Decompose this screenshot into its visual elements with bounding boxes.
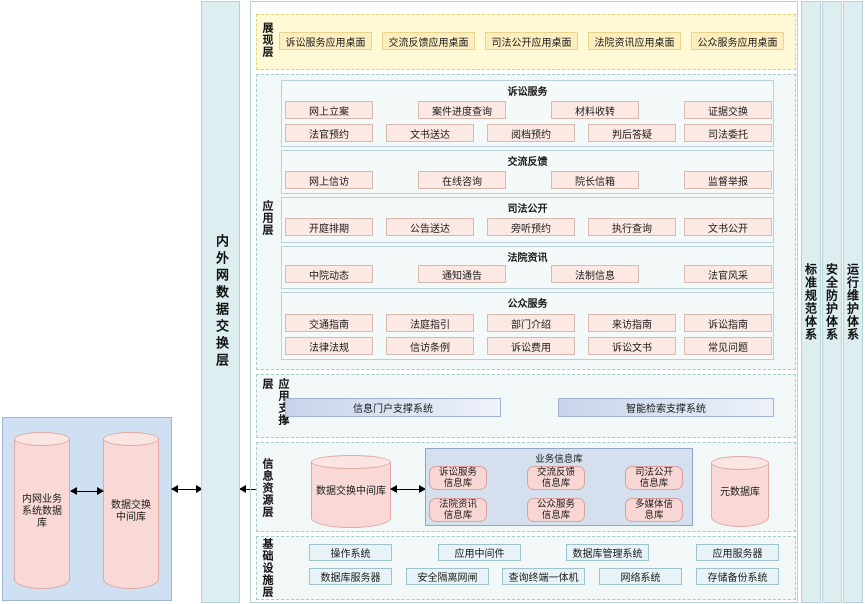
pres-item-lawsuit: 诉讼服务应用桌面 — [279, 32, 372, 50]
app-cell: 执行查询 — [588, 218, 676, 236]
arrow-exchange-to-biz — [390, 485, 426, 493]
app-cell: 案件进度查询 — [418, 101, 506, 119]
internal-business-db: 内网业务系统数据库 — [14, 432, 70, 589]
infra-item: 查询终端一体机 — [502, 568, 585, 585]
group-title: 诉讼服务 — [507, 87, 548, 98]
infrastructure-label: 基础设施层 — [261, 538, 274, 598]
app-cell: 在线咨询 — [418, 171, 506, 189]
pres-item-service: 公众服务应用桌面 — [691, 32, 784, 50]
app-cell: 监督举报 — [684, 171, 772, 189]
arrow-to-exchange — [171, 485, 203, 493]
app-cell: 交通指南 — [285, 314, 373, 332]
arrow-internal — [70, 487, 104, 495]
app-cell: 判后答疑 — [588, 124, 676, 142]
app-cell: 法官风采 — [684, 265, 772, 283]
app-cell: 文书公开 — [684, 218, 772, 236]
internal-exchange-db: 数据交换中间库 — [103, 432, 159, 589]
app-cell: 诉讼文书 — [588, 337, 676, 355]
business-db-title: 业务信息库 — [535, 454, 583, 465]
group-title: 交流反馈 — [507, 157, 548, 168]
infra-item: 操作系统 — [309, 544, 392, 561]
app-cell: 院长信箱 — [551, 171, 639, 189]
standards-column: 标准规范体系 — [801, 1, 821, 603]
biz-db-item: 公众服务信息库 — [527, 498, 585, 522]
app-cell: 法律法规 — [285, 337, 373, 355]
app-cell: 中院动态 — [285, 265, 373, 283]
meta-db: 元数据库 — [711, 456, 769, 527]
app-cell: 部门介绍 — [487, 314, 575, 332]
application-label: 应用层 — [261, 200, 274, 236]
resource-label: 信息资源层 — [261, 458, 274, 518]
app-cell: 法制信息 — [551, 265, 639, 283]
infra-item: 数据库服务器 — [309, 568, 392, 585]
group-title: 公众服务 — [507, 299, 548, 310]
infra-item: 安全隔离网闸 — [406, 568, 489, 585]
search-support-system: 智能检索支撑系统 — [558, 398, 774, 417]
pres-item-feedback: 交流反馈应用桌面 — [382, 32, 475, 50]
biz-db-item: 交流反馈信息库 — [527, 466, 585, 490]
infra-item: 应用中间件 — [438, 544, 521, 561]
app-cell: 阅档预约 — [487, 124, 575, 142]
app-cell: 司法委托 — [684, 124, 772, 142]
biz-db-item: 司法公开信息库 — [625, 466, 683, 490]
app-cell: 文书送达 — [386, 124, 474, 142]
app-cell: 法庭指引 — [386, 314, 474, 332]
biz-db-item: 法院资讯信息库 — [429, 498, 487, 522]
app-cell: 法官预约 — [285, 124, 373, 142]
infra-item: 数据库管理系统 — [566, 544, 649, 561]
portal-support-system: 信息门户支撑系统 — [285, 398, 501, 417]
group-title: 法院资讯 — [507, 253, 548, 264]
biz-db-item: 多媒体信息库 — [625, 498, 683, 522]
app-cell: 公告送达 — [386, 218, 474, 236]
presentation-label: 展现层 — [261, 22, 274, 58]
app-cell: 证据交换 — [684, 101, 772, 119]
app-cell: 网上信访 — [285, 171, 373, 189]
pres-item-news: 法院资讯应用桌面 — [588, 32, 681, 50]
infra-item: 网络系统 — [599, 568, 682, 585]
app-cell: 材料收转 — [551, 101, 639, 119]
app-cell: 诉讼指南 — [684, 314, 772, 332]
app-cell: 旁听预约 — [487, 218, 575, 236]
app-cell: 来访指南 — [588, 314, 676, 332]
infra-item: 存储备份系统 — [696, 568, 779, 585]
security-column: 安全防护体系 — [822, 1, 842, 603]
app-cell: 通知通告 — [418, 265, 506, 283]
operations-column: 运行维护体系 — [843, 1, 863, 603]
main-area — [250, 1, 798, 603]
group-title: 司法公开 — [507, 204, 548, 215]
app-cell: 诉讼费用 — [487, 337, 575, 355]
infra-item: 应用服务器 — [696, 544, 779, 561]
biz-db-item: 诉讼服务信息库 — [429, 466, 487, 490]
app-cell: 网上立案 — [285, 101, 373, 119]
app-cell: 常见问题 — [684, 337, 772, 355]
app-cell: 开庭排期 — [285, 218, 373, 236]
app-cell: 信访条例 — [386, 337, 474, 355]
exchange-layer: 内外网数据交换层 — [201, 1, 240, 603]
pres-item-public: 司法公开应用桌面 — [485, 32, 578, 50]
resource-exchange-db: 数据交换中间库 — [311, 455, 391, 528]
